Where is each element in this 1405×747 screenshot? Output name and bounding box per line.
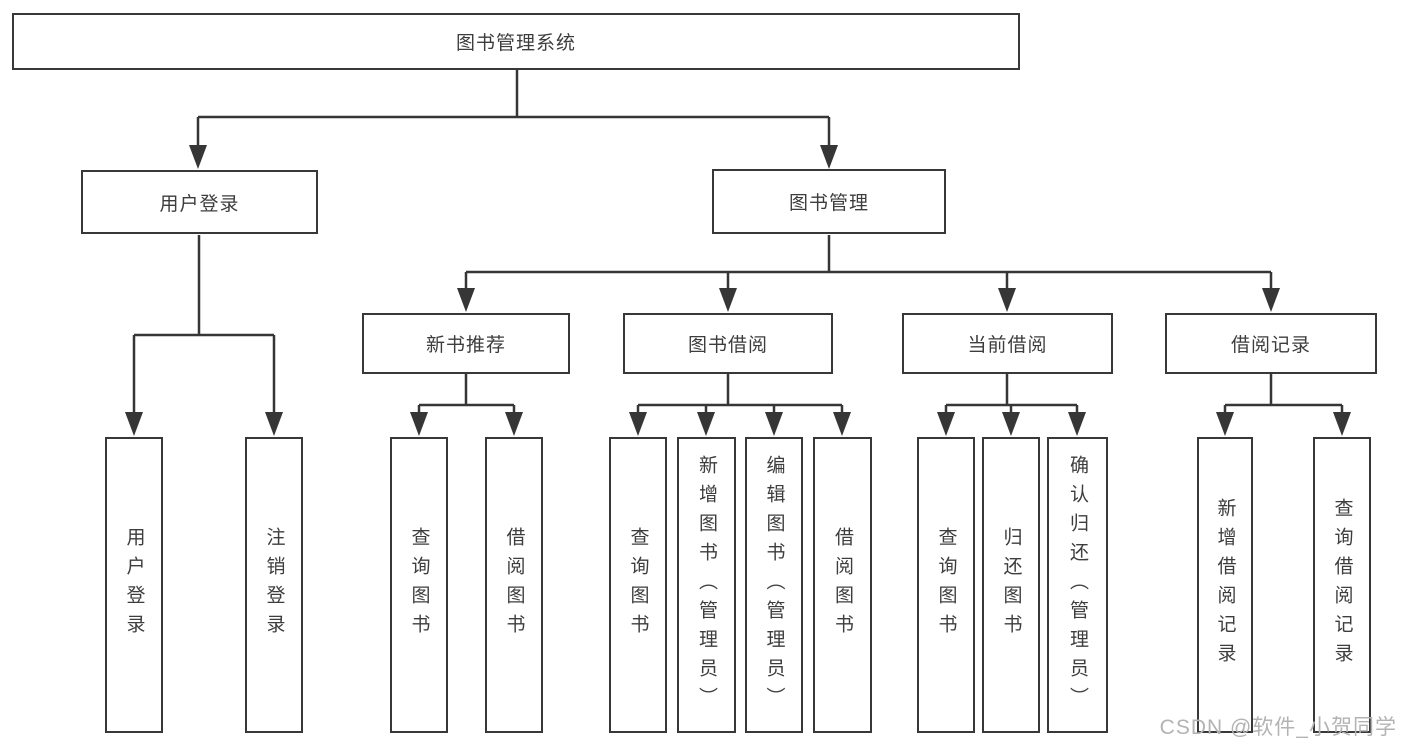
node-borrow-records: 借阅记录	[1165, 313, 1377, 374]
node-user-login: 用户登录	[81, 170, 318, 234]
connector-currentborrow-to-leaves	[944, 373, 1079, 414]
leaf-add-borrow-record: 新增借阅记录	[1197, 437, 1253, 733]
node-book-borrow: 图书借阅	[623, 313, 833, 374]
leaf-query-books-current-label: 查询图书	[935, 527, 957, 643]
node-new-book-recommend-label: 新书推荐	[425, 335, 506, 356]
csdn-watermark: CSDN @软件_小贺同学	[1159, 716, 1397, 739]
leaf-query-books-borrow: 查询图书	[609, 437, 667, 733]
leaf-confirm-return-admin-label: 确认归还（管理员）	[1067, 454, 1088, 716]
leaf-query-books-current: 查询图书	[917, 437, 975, 733]
leaf-add-books-admin: 新增图书（管理员）	[677, 437, 736, 733]
leaf-confirm-return-admin: 确认归还（管理员）	[1047, 437, 1108, 733]
leaf-query-books-recommend-label: 查询图书	[408, 527, 430, 643]
node-user-login-label: 用户登录	[159, 193, 240, 215]
leaf-edit-books-admin: 编辑图书（管理员）	[745, 437, 803, 733]
connector-root-to-level2	[196, 70, 831, 147]
leaf-query-borrow-record-label: 查询借阅记录	[1331, 498, 1353, 672]
node-book-management-label: 图书管理	[788, 193, 869, 214]
connector-userlogin-to-leaves	[132, 235, 276, 414]
leaf-user-login: 用户登录	[105, 437, 163, 733]
node-root-label: 图书管理系统	[455, 33, 576, 54]
leaf-query-books-borrow-label: 查询图书	[627, 527, 649, 643]
node-root: 图书管理系统	[12, 13, 1020, 70]
leaf-add-borrow-record-label: 新增借阅记录	[1214, 498, 1236, 672]
connector-records-to-leaves	[1223, 373, 1344, 414]
node-current-borrow: 当前借阅	[902, 313, 1113, 374]
leaf-borrow-books-recommend: 借阅图书	[485, 437, 543, 733]
leaf-query-borrow-record: 查询借阅记录	[1313, 437, 1371, 733]
leaf-edit-books-admin-label: 编辑图书（管理员）	[763, 454, 785, 716]
leaf-borrow-books-label: 借阅图书	[832, 527, 853, 643]
connector-bookmgmt-to-level3	[464, 235, 1273, 290]
node-current-borrow-label: 当前借阅	[967, 335, 1048, 356]
node-new-book-recommend: 新书推荐	[362, 313, 570, 374]
leaf-query-books-recommend: 查询图书	[390, 437, 448, 733]
node-book-borrow-label: 图书借阅	[687, 335, 768, 356]
leaf-add-books-admin-label: 新增图书（管理员）	[696, 454, 717, 716]
connector-bookborrow-to-leaves	[636, 373, 844, 414]
leaf-borrow-books: 借阅图书	[813, 437, 872, 733]
node-book-management: 图书管理	[712, 169, 946, 234]
leaf-user-login-label: 用户登录	[123, 527, 145, 643]
node-borrow-records-label: 借阅记录	[1230, 335, 1311, 356]
leaf-return-books: 归还图书	[982, 437, 1040, 733]
leaf-return-books-label: 归还图书	[1000, 527, 1022, 643]
leaf-logout: 注销登录	[245, 437, 303, 733]
leaf-logout-label: 注销登录	[263, 527, 285, 643]
leaf-borrow-books-recommend-label: 借阅图书	[503, 527, 525, 643]
connector-newbook-to-leaves	[417, 373, 516, 414]
